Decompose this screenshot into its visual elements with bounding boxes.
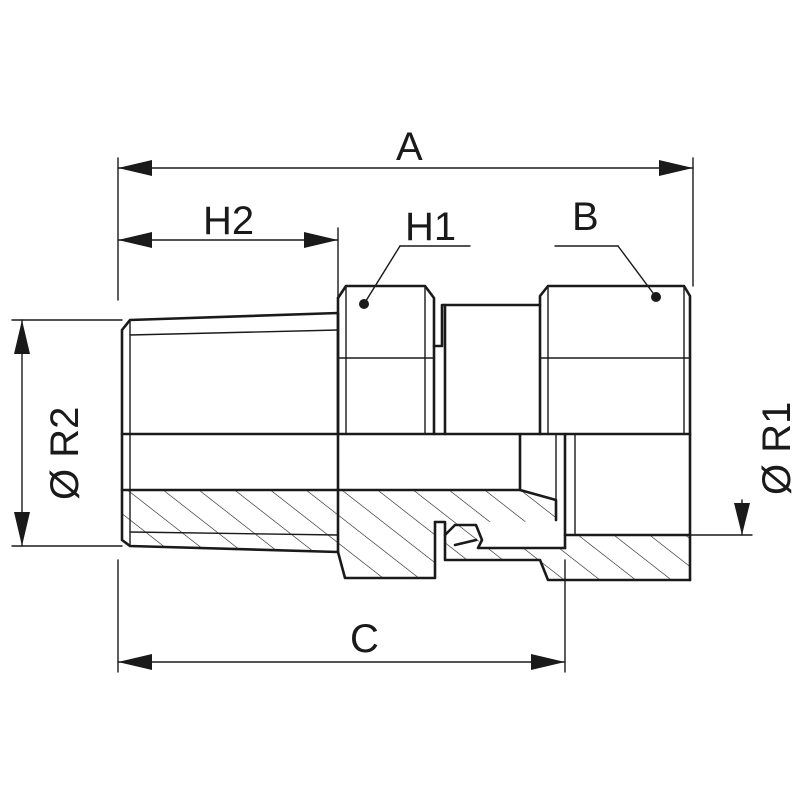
label-h2: H2 [203,199,254,243]
seal-detail [443,523,567,550]
dimension-r2: Ø R2 [11,319,123,547]
fitting-outline [120,284,692,582]
label-h1: H1 [405,205,456,249]
dimension-c: C [117,559,566,673]
label-r2: Ø R2 [43,407,87,500]
leader-h1: H1 [359,205,471,309]
dimension-h2: H2 [117,199,339,299]
label-b: B [572,195,599,239]
label-r1: Ø R1 [755,402,799,495]
label-a: A [396,125,423,169]
nut-b-outline [538,284,692,582]
label-c: C [350,617,379,661]
hex-h1-outline [336,284,436,436]
dimension-a: A [117,125,694,301]
dimension-r1: Ø R1 [689,402,799,536]
leader-b: B [554,195,661,302]
